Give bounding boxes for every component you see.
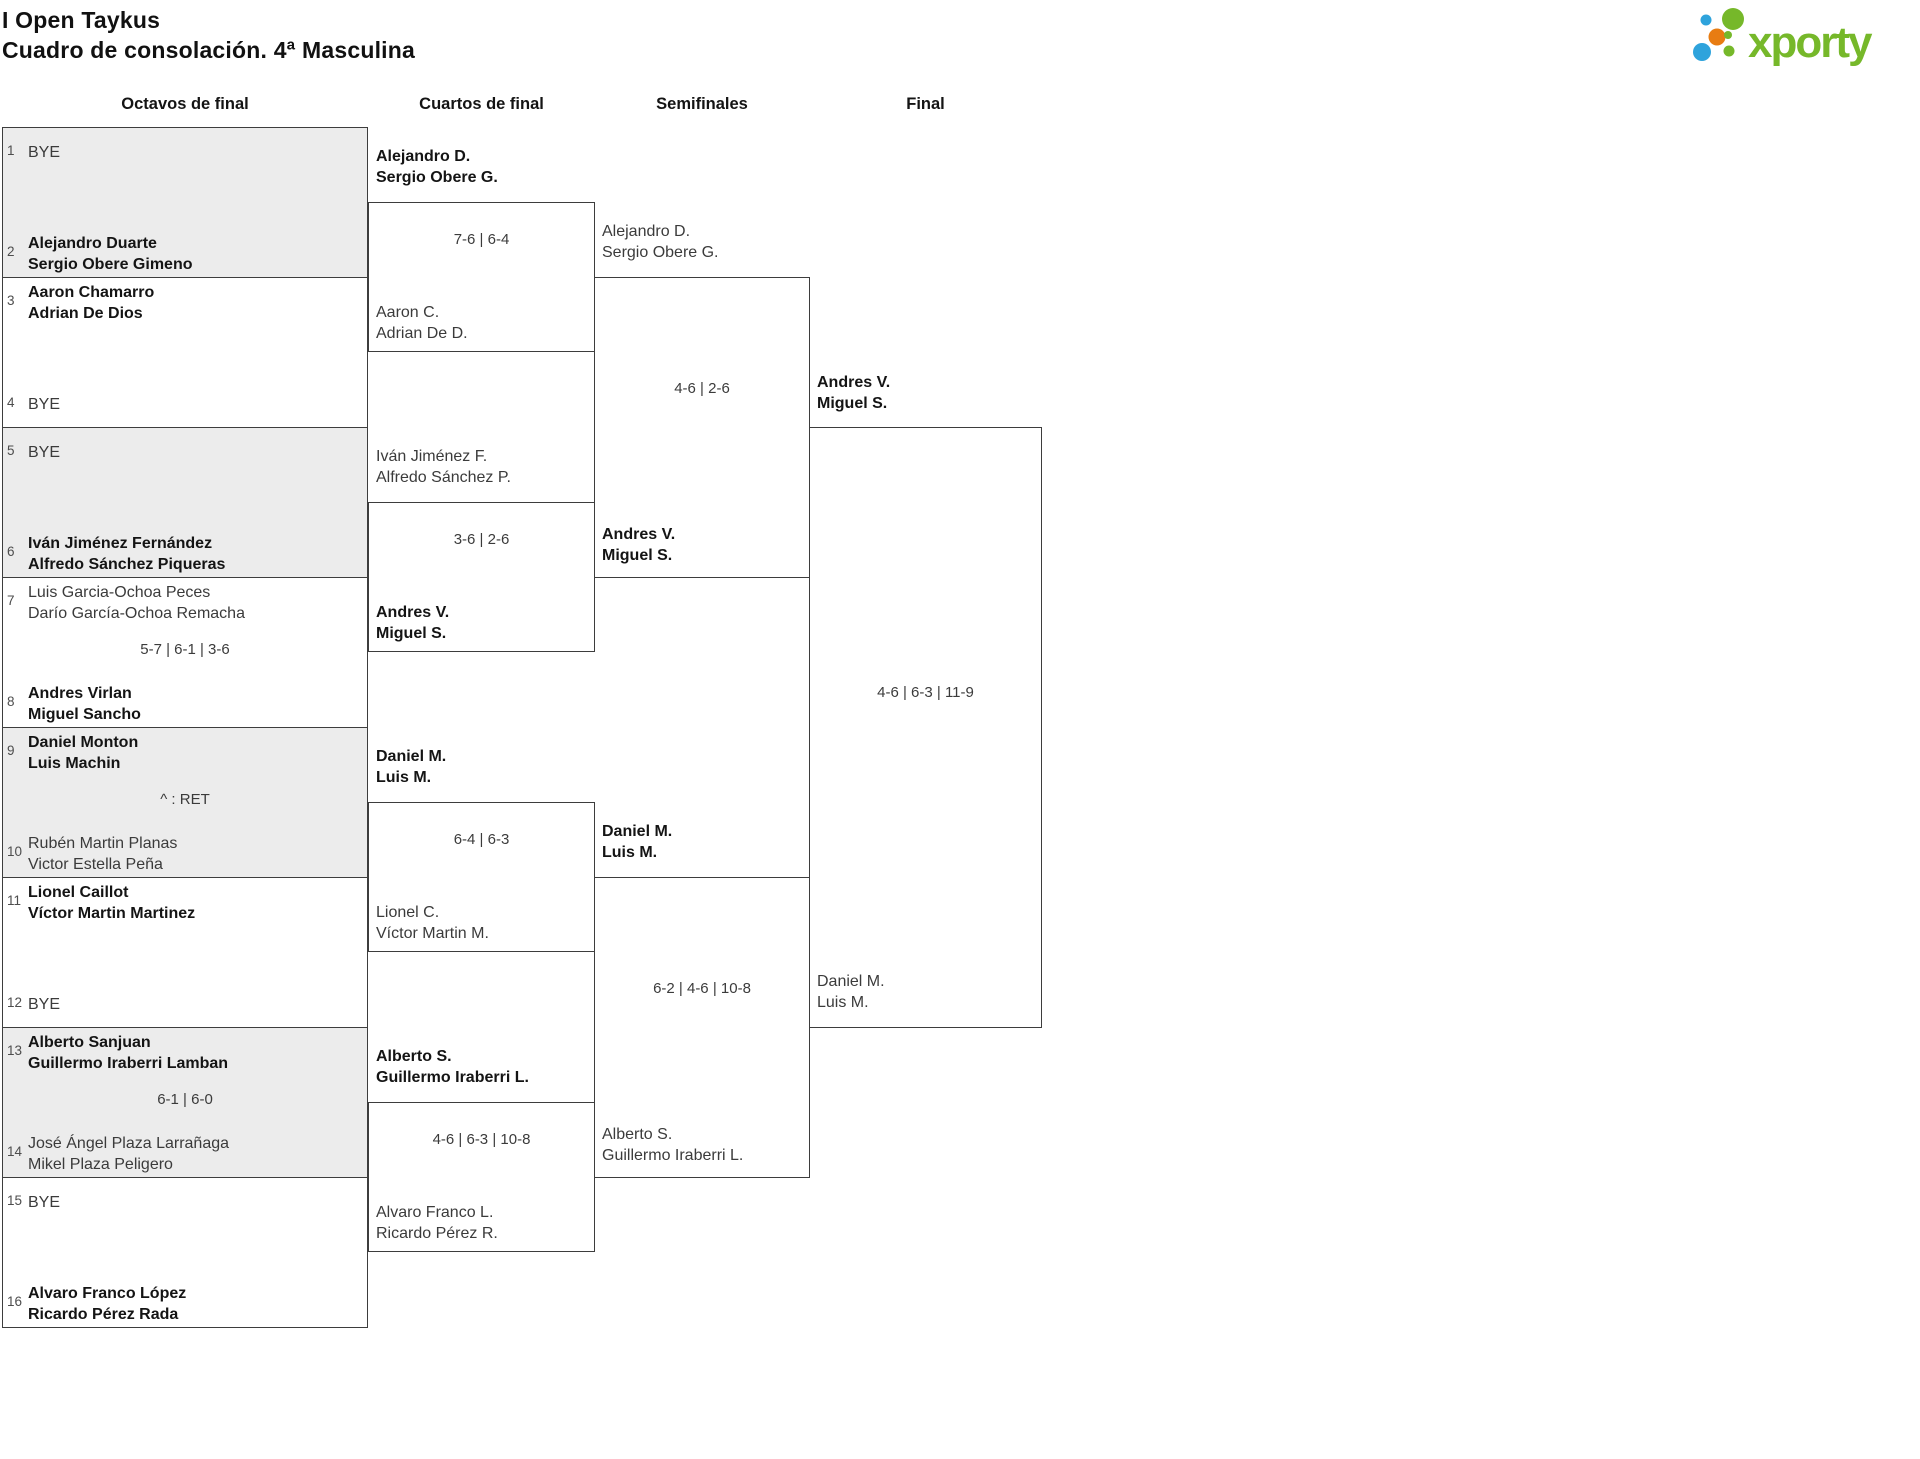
round-header-octavos: Octavos de final — [121, 95, 249, 113]
seed-number: 4 — [7, 395, 15, 410]
logo-dot-green-tiny — [1724, 31, 1732, 39]
seed-number: 13 — [7, 1043, 23, 1058]
team-name: Alejandro D.Sergio Obere G. — [376, 148, 498, 186]
team-name: Andres V.Miguel S. — [602, 526, 676, 564]
match-score: 7-6 | 6-4 — [453, 231, 510, 248]
r16-match-box-7 — [2, 1027, 368, 1178]
seed-number: 7 — [7, 593, 15, 608]
xporty-logo: xporty — [1693, 8, 1875, 67]
match-score: 6-4 | 6-3 — [453, 831, 510, 848]
team-name: Alejandro D.Sergio Obere G. — [602, 223, 719, 261]
bracket-subtitle: Cuadro de consolación. 4ª Masculina — [2, 37, 415, 63]
seed-number: 1 — [7, 143, 15, 158]
seed-number: 5 — [7, 443, 15, 458]
seed-number: 14 — [7, 1144, 23, 1159]
seed-number: 9 — [7, 743, 15, 758]
team-name: Daniel M.Luis M. — [602, 823, 673, 861]
logo-dot-green-small — [1723, 45, 1735, 57]
seed-number: 2 — [7, 244, 15, 259]
team-name-bye: BYE — [28, 396, 61, 413]
r16-match-box-6 — [2, 877, 368, 1028]
seed-number: 3 — [7, 293, 15, 308]
seed-number: 8 — [7, 694, 15, 709]
team-name: Alvaro Franco L.Ricardo Pérez R. — [376, 1204, 498, 1242]
seed-number: 15 — [7, 1193, 23, 1208]
seed-number: 11 — [7, 893, 22, 908]
r16-match-box-5 — [2, 727, 368, 878]
round-header-final: Final — [906, 95, 945, 113]
seed-number: 6 — [7, 544, 15, 559]
team-name: Daniel M.Luis M. — [817, 973, 885, 1011]
round-header-semifinales: Semifinales — [656, 95, 748, 113]
logo-dot-orange — [1708, 28, 1726, 46]
team-name: Iván Jiménez F.Alfredo Sánchez P. — [376, 448, 511, 486]
round-header-cuartos: Cuartos de final — [419, 95, 544, 113]
seed-number: 10 — [7, 844, 23, 859]
final-match-box — [809, 427, 1042, 1028]
team-name-bye: BYE — [28, 444, 61, 461]
match-score: 5-7 | 6-1 | 3-6 — [140, 641, 230, 658]
tournament-title: I Open Taykus — [2, 7, 161, 33]
match-score: 4-6 | 2-6 — [674, 380, 730, 397]
match-score: 6-2 | 4-6 | 10-8 — [653, 980, 751, 997]
match-score: 6-1 | 6-0 — [157, 1091, 213, 1108]
team-name: Aaron C.Adrian De D. — [376, 304, 468, 342]
team-name: Andres V.Miguel S. — [817, 374, 891, 412]
match-score: 4-6 | 6-3 | 11-9 — [877, 684, 974, 701]
logo-wordmark: xporty — [1748, 18, 1873, 67]
page-header: I Open Taykus Cuadro de consolación. 4ª … — [2, 5, 415, 65]
match-score: 3-6 | 2-6 — [453, 531, 510, 548]
match-score: 4-6 | 6-3 | 10-8 — [432, 1131, 531, 1148]
seed-number: 16 — [7, 1294, 23, 1309]
logo-dot-green-large — [1722, 8, 1744, 30]
r16-match-box-8 — [2, 1177, 368, 1328]
team-name: Alberto S.Guillermo Iraberri L. — [602, 1126, 744, 1164]
team-name: Daniel M.Luis M. — [376, 748, 447, 786]
r16-match-box-2 — [2, 277, 368, 428]
team-name-bye: BYE — [28, 1194, 61, 1211]
r16-match-box-1 — [2, 127, 368, 278]
team-name-bye: BYE — [28, 144, 61, 161]
logo-dot-blue-small — [1700, 14, 1712, 26]
r16-match-box-4 — [2, 577, 368, 728]
team-name: Lionel C.Víctor Martin M. — [376, 904, 489, 942]
match-score-retirement: ^ : RET — [160, 791, 210, 808]
team-name: Andres V.Miguel S. — [376, 604, 450, 642]
team-name-bye: BYE — [28, 996, 61, 1013]
logo-dot-blue-large — [1693, 43, 1711, 61]
seed-number: 12 — [7, 995, 23, 1010]
team-name: Alberto S.Guillermo Iraberri L. — [376, 1048, 529, 1086]
